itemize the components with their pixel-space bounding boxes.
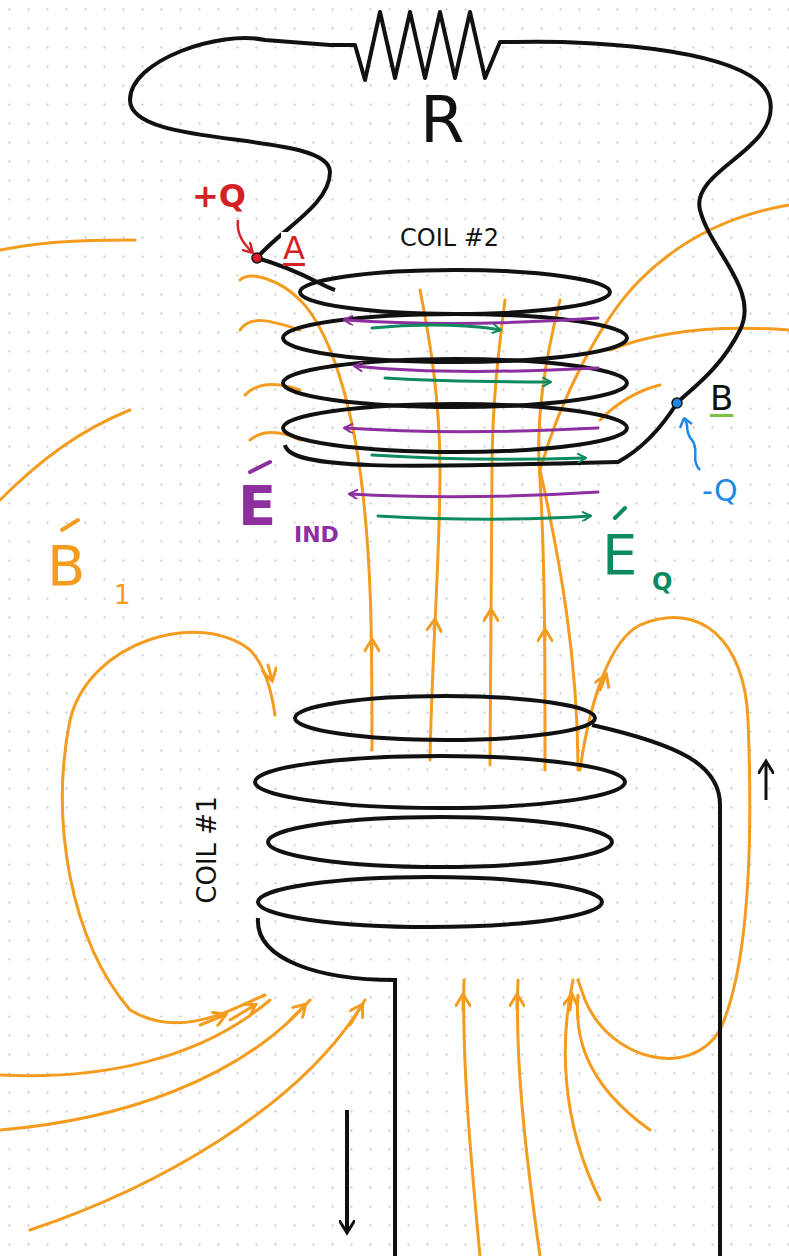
coil-label: COIL #1 <box>194 794 220 905</box>
charge-label: +Q <box>190 180 248 212</box>
field-symbol: E <box>600 527 639 583</box>
field-subscript: IND <box>292 524 341 546</box>
point-label: A <box>281 232 307 264</box>
coil-label: COIL #2 <box>398 226 501 250</box>
markers <box>62 220 700 530</box>
field-lines <box>0 205 789 1256</box>
circuit-wires <box>130 12 771 462</box>
coil-1 <box>255 696 766 1256</box>
field-arrows <box>345 318 598 519</box>
field-subscript: Q <box>650 570 674 594</box>
resistor-label: R <box>418 88 466 152</box>
point-label: B <box>708 381 735 415</box>
charge-label: -Q <box>700 476 740 506</box>
field-symbol: B <box>45 538 87 594</box>
field-symbol: E <box>236 478 278 534</box>
field-subscript: 1 <box>112 582 133 608</box>
coil-2 <box>257 258 627 466</box>
